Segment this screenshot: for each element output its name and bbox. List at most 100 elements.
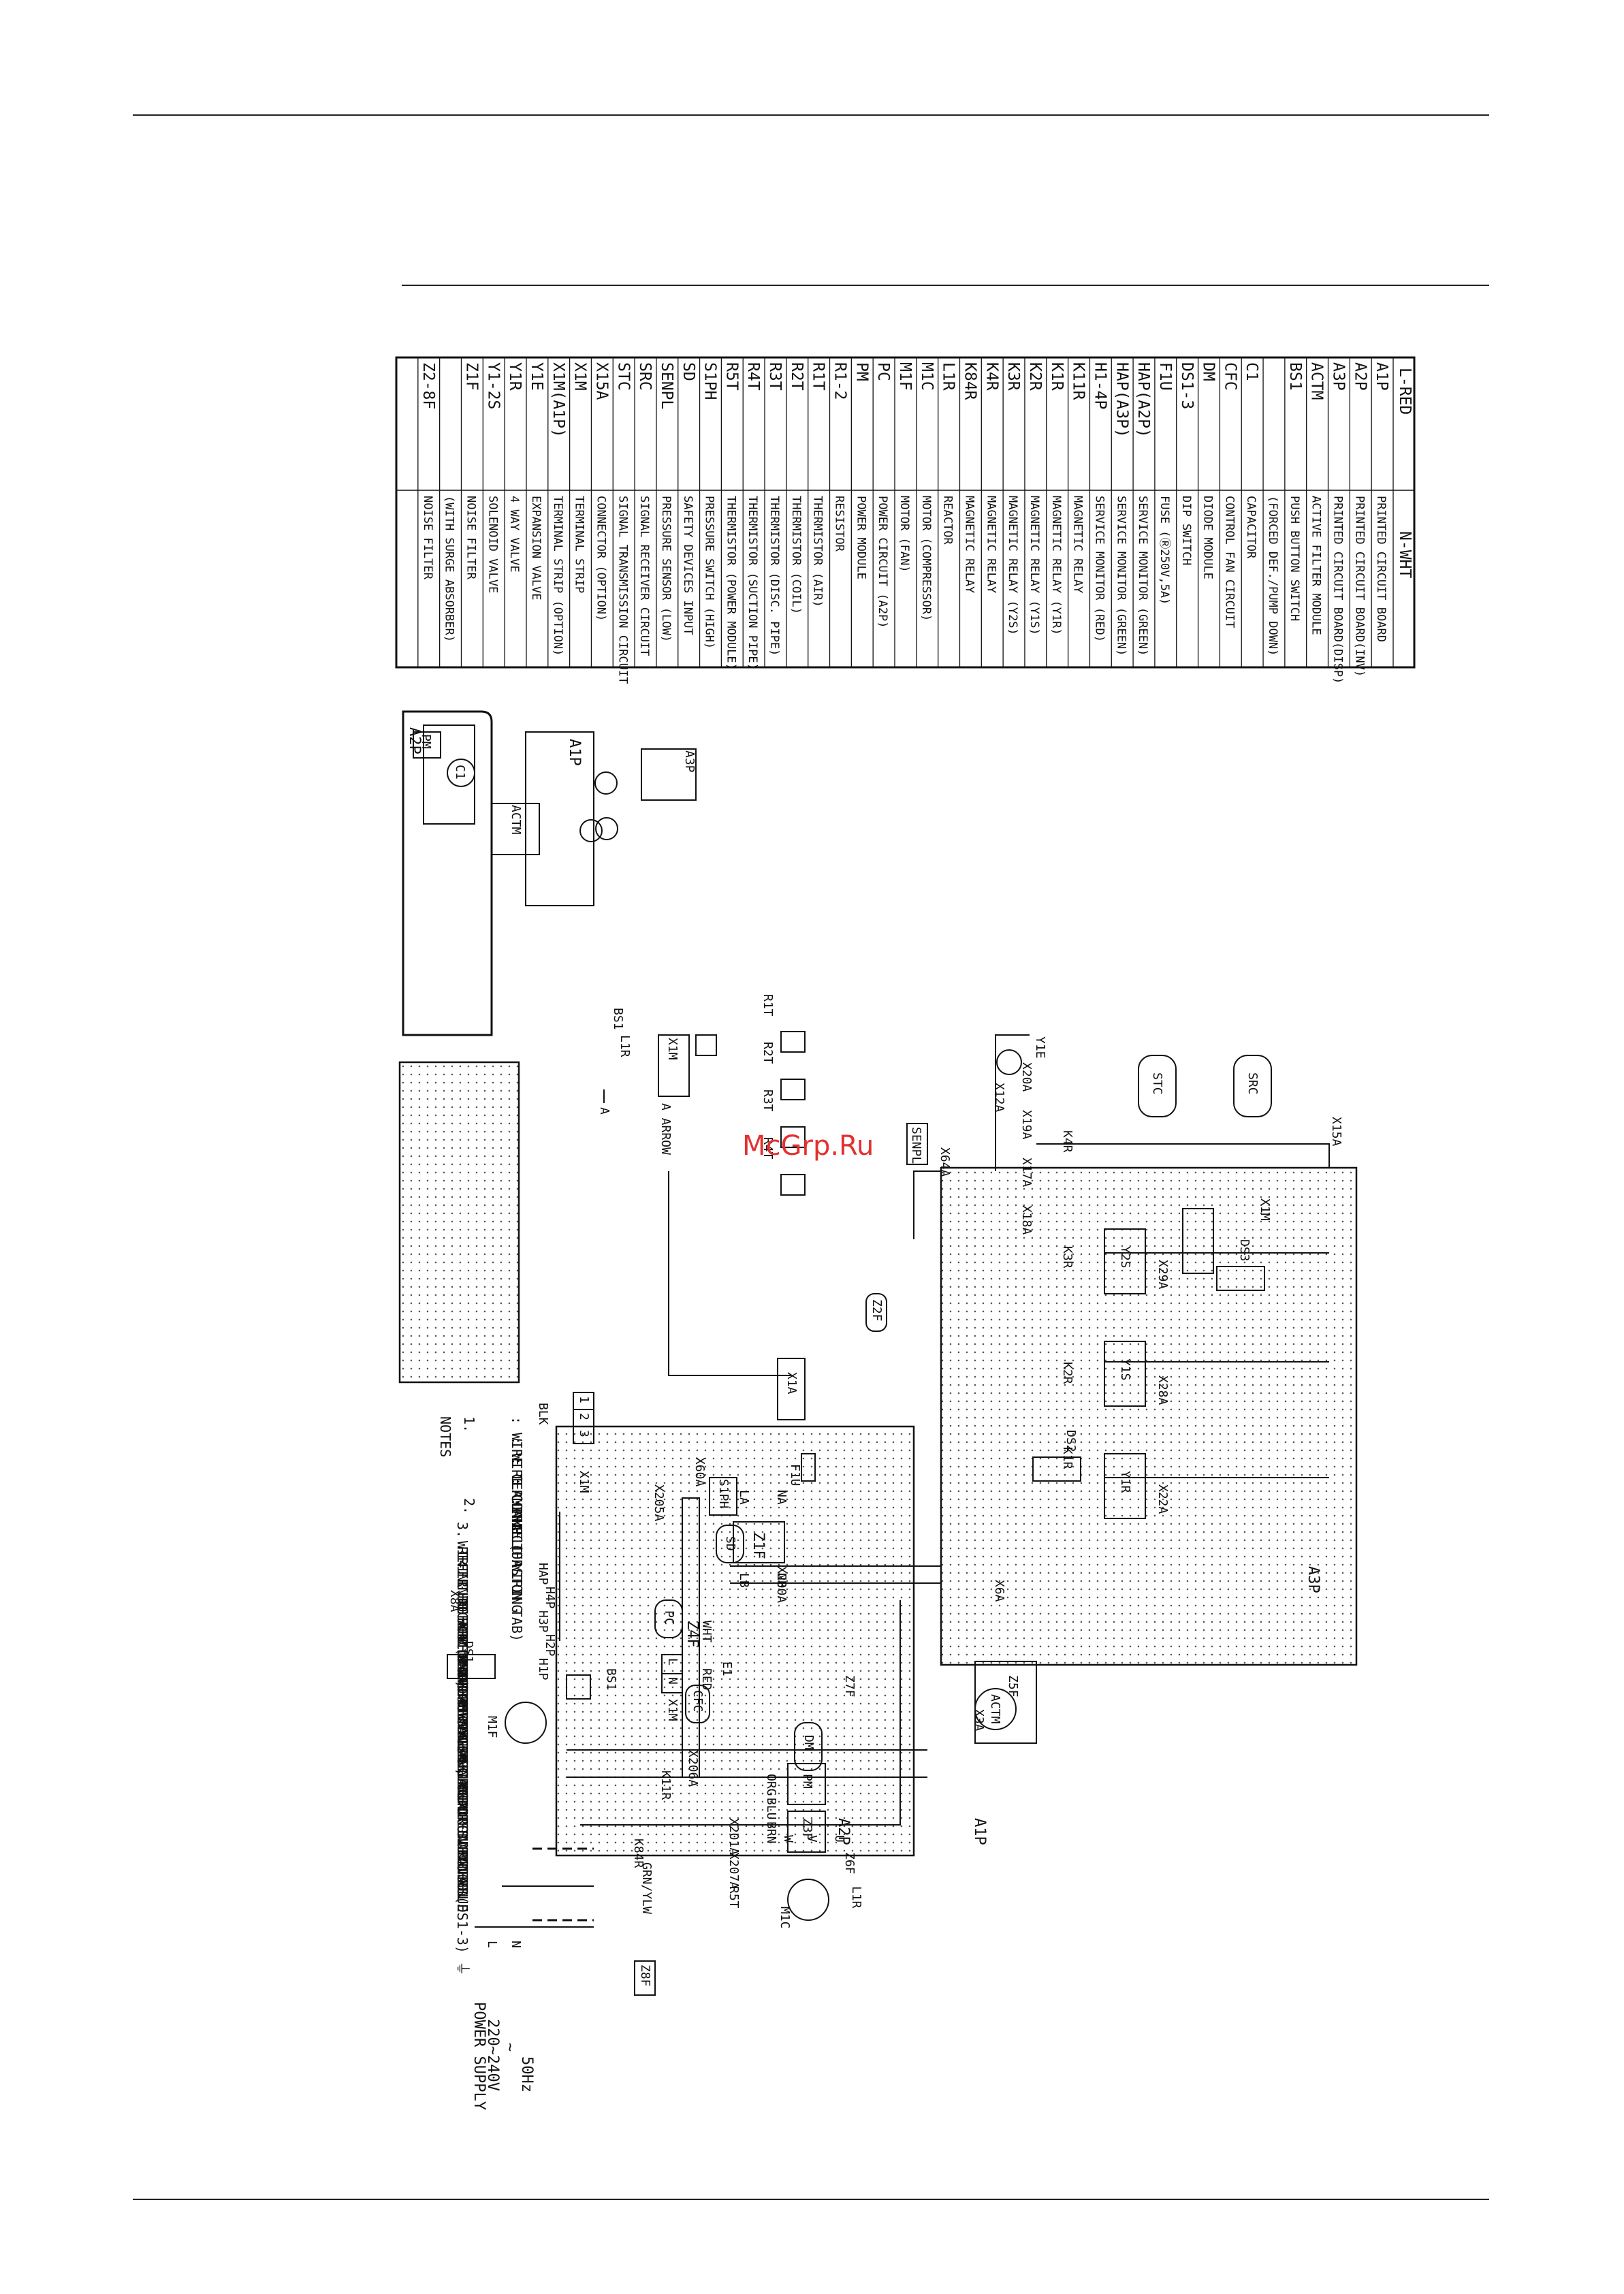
legend-description: PRESSURE SENSOR (LOW)	[659, 496, 673, 642]
blk-wire-label: BLK	[536, 1403, 550, 1425]
legend-description: REACTOR	[941, 496, 955, 545]
note-symbol-description: : TERMINAL	[509, 1457, 525, 1539]
sd-label: SD	[723, 1536, 737, 1551]
x1m-label: X1M	[665, 1699, 680, 1721]
header-rule-top	[133, 114, 1489, 116]
legend-description: NOISE FILTER	[421, 496, 434, 580]
legend-description: SERVICE MONITOR (GREEN)	[1136, 496, 1149, 656]
x1m-N: N	[665, 1677, 680, 1685]
legend-code: PM	[853, 362, 870, 381]
power-tilde: ~	[501, 2043, 518, 2052]
e1-label: E1	[720, 1661, 734, 1676]
h4p-led: H4P	[543, 1587, 557, 1609]
thermistor-symbol	[780, 1079, 806, 1100]
x12a-label: X12A	[992, 1083, 1006, 1113]
note-line: REFER TO THE SERVICE MANUAL IN DETAIL.	[454, 1598, 471, 1910]
legend-code: BS1	[1286, 362, 1304, 391]
dm-label: DM	[801, 1735, 816, 1750]
x29a-label: X29A	[1156, 1260, 1170, 1290]
x28a-label: X28A	[1156, 1375, 1170, 1405]
legend-code: K11R	[1070, 362, 1087, 400]
y1e-label: Y1E	[1033, 1036, 1047, 1059]
legend-description: SIGNAL TRANSMISSION CIRCUIT	[616, 496, 629, 684]
legend-code: DM	[1200, 362, 1217, 381]
legend-description: DIP SWITCH	[1179, 496, 1193, 565]
layout-actm: ACTM	[509, 805, 523, 835]
x18a-label: X18A	[1019, 1205, 1034, 1235]
u-label: U	[832, 1835, 846, 1843]
blu-wire-label: BLU	[764, 1798, 778, 1820]
x207a-label: X207A	[727, 1852, 741, 1889]
y1r-label: Y1R	[1118, 1471, 1132, 1493]
thermistor-symbol	[780, 1126, 806, 1148]
r5t-label: R5T	[727, 1886, 741, 1909]
x206a-label: X206A	[686, 1750, 700, 1787]
legend-description: TERMINAL STRIP	[573, 496, 586, 593]
s1ph-label: S1PH	[716, 1479, 731, 1508]
legend-description: MAGNETIC RELAY	[962, 496, 976, 593]
y1s-label: Y1S	[1118, 1358, 1132, 1381]
a3p-label: A3P	[1305, 1566, 1322, 1593]
legend-code: K4R	[983, 362, 1000, 391]
layout-pm: PM	[419, 734, 433, 749]
legend-code: HAP(A2P)	[1134, 362, 1152, 438]
x1m-3: 3	[577, 1430, 591, 1437]
legend-code: CFC	[1221, 362, 1239, 391]
legend-description: THERMISTOR (AIR)	[811, 496, 825, 607]
x1m-L: L	[665, 1658, 680, 1666]
a1p-label: A1P	[971, 1818, 988, 1845]
motors: Z3F M1C U V W M1F BRN BLU ORG	[485, 1702, 846, 1929]
legend-code: SRC	[636, 362, 654, 391]
y2s-label: Y2S	[1118, 1246, 1132, 1269]
legend-description: POWER MODULE	[854, 496, 867, 579]
legend-code: PC	[874, 362, 892, 381]
legend-code: STC	[614, 362, 632, 391]
legend-description: THERMISTOR (SUCTION PIPE)	[746, 496, 759, 670]
note-number: 2.	[461, 1498, 477, 1514]
hap-led: HAP	[536, 1563, 550, 1585]
legend-description: MAGNETIC RELAY	[984, 496, 998, 593]
legend-code: Z2-8F	[419, 362, 437, 409]
notes-title: NOTES	[437, 1416, 453, 1457]
legend-code: R1T	[810, 362, 827, 391]
z8f-label: Z8F	[638, 1964, 652, 1987]
note-symbol-description: : WIRE CLAMP (FASTON TAB)	[509, 1437, 525, 1642]
legend-code: X1M	[571, 362, 589, 391]
note-symbol-description: : CONNECTOR	[509, 1478, 525, 1568]
red-wire-label: RED	[699, 1668, 714, 1691]
ds2-label: DS2	[1064, 1430, 1078, 1452]
ds1-label: DS1	[461, 1641, 475, 1663]
r2t-label: R2T	[761, 1042, 775, 1064]
legend-description: DIODE MODULE	[1201, 496, 1215, 579]
legend-description: SOLENOID VALVE	[485, 496, 499, 593]
layout-l1r: L1R	[618, 1035, 632, 1057]
note-line: WIRING TO X1M(A1P) AND X15A.	[454, 1541, 471, 1770]
ds3-label: DS3	[1237, 1239, 1252, 1262]
h3p-led: H3P	[536, 1610, 550, 1633]
legend-code: Y1E	[528, 362, 545, 391]
z4f-label: Z4F	[684, 1621, 701, 1648]
h2p-led: H2P	[543, 1634, 557, 1657]
board-a2p: A2P	[555, 1425, 915, 1857]
legend-code: K3R	[1004, 362, 1022, 391]
legend-code: Z1F	[462, 362, 480, 391]
legend-code: C1	[1243, 362, 1260, 381]
layout-arrow-label: A ARROW	[658, 1103, 673, 1155]
header-rule-lower	[402, 285, 1489, 286]
z6f-label: Z6F	[842, 1852, 857, 1875]
legend-code: A2P	[1351, 362, 1369, 391]
footer-rule	[133, 2199, 1489, 2200]
notes: NOTES 1.: WIRE CLAMP: WIRE CLAMP (FASTON…	[437, 1416, 525, 1954]
nb-label: NB	[774, 1573, 789, 1588]
z7f-label: Z7F	[842, 1675, 857, 1698]
r3t-label: R3T	[761, 1089, 775, 1112]
z5f-label: Z5F	[1006, 1675, 1020, 1698]
stc-label: STC	[1150, 1072, 1164, 1095]
power-ground: ⏚	[453, 1961, 471, 1976]
legend-header-left: L-RED	[1396, 368, 1414, 415]
x15a-label: X15A	[1329, 1117, 1343, 1147]
k4r-label: K4R	[1060, 1130, 1074, 1153]
legend-code: Y1R	[506, 362, 524, 391]
x17a-label: X17A	[1019, 1158, 1034, 1188]
